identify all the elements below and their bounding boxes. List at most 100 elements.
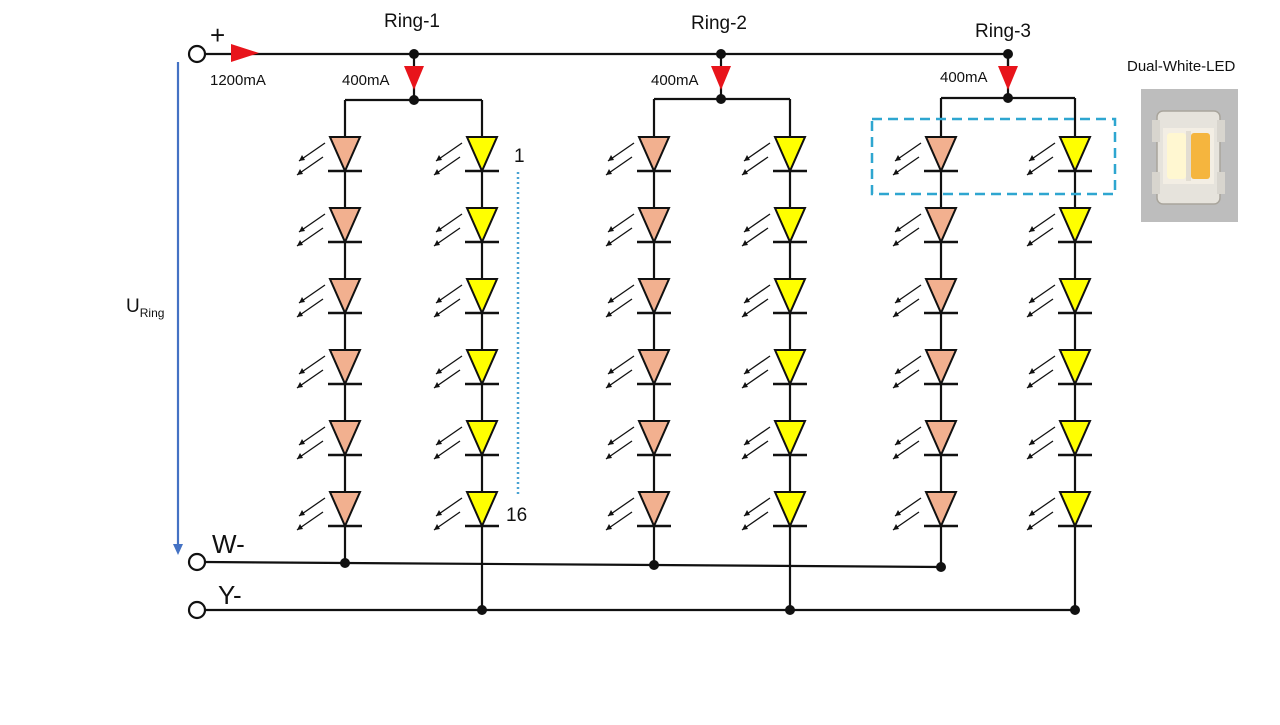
ring-2-warm-led	[605, 136, 671, 176]
ring-2-cool-led	[741, 491, 807, 531]
ring-3-current-arrow	[998, 66, 1018, 90]
led-array	[296, 136, 1092, 531]
ring-3-w-junction	[936, 562, 946, 572]
led-emission-arrowhead	[744, 439, 750, 445]
led-emission-arrowhead	[1027, 240, 1033, 246]
led-emission-arrowhead	[434, 382, 440, 388]
led-emission-arrowhead	[1029, 510, 1035, 516]
ring-3-node-junction	[1003, 93, 1013, 103]
led-emission-arrowhead	[744, 510, 750, 516]
led-emission-arrowhead	[299, 510, 305, 516]
led-emission-arrowhead	[742, 311, 748, 317]
led-emission-arrowhead	[895, 368, 901, 374]
ring-3-warm-led	[892, 491, 958, 531]
led-emission-arrowhead	[893, 453, 899, 459]
terminal-w-minus	[187, 552, 207, 572]
led-triangle	[773, 207, 807, 245]
led-triangle	[1058, 278, 1092, 316]
led-emission-arrowhead	[1027, 524, 1033, 530]
ring-2-bus-junction	[716, 49, 726, 59]
ring-2-y-junction	[785, 605, 795, 615]
terminal-w-minus-label: W-	[212, 529, 245, 559]
led-emission-arrowhead	[297, 453, 303, 459]
led-triangle	[1058, 136, 1092, 174]
led-emission-arrowhead	[895, 226, 901, 232]
led-triangle	[328, 207, 362, 245]
ring-1-cool-led	[433, 491, 499, 531]
led-triangle	[637, 349, 671, 387]
led-emission-arrowhead	[744, 155, 750, 161]
led-emission-arrowhead	[744, 297, 750, 303]
ring-2-cool-led	[741, 420, 807, 460]
ring-2-cool-led	[741, 349, 807, 389]
ring-3-current-label: 400mA	[940, 69, 988, 86]
ring-2-current-arrow	[711, 66, 731, 90]
ring-1-cool-led	[433, 207, 499, 247]
voltage-label: URing	[126, 296, 164, 320]
led-emission-arrowhead	[436, 368, 442, 374]
ring-2-w-junction	[649, 560, 659, 570]
led-triangle	[773, 491, 807, 529]
ring-1-current-arrow	[404, 66, 424, 90]
ring-2-cool-led	[741, 207, 807, 247]
ring-2-warm-led	[605, 491, 671, 531]
ring-1-y-junction	[477, 605, 487, 615]
led-emission-arrowhead	[608, 226, 614, 232]
ring-1-warm-led	[296, 136, 362, 176]
led-emission-arrowhead	[299, 297, 305, 303]
component-label: Dual-White-LED	[1127, 58, 1236, 75]
led-triangle	[637, 207, 671, 245]
ring-2-cool-led	[741, 136, 807, 176]
ring-2-warm-led	[605, 278, 671, 318]
ring-3-cool-led	[1026, 491, 1092, 531]
voltage-label-subscript: Ring	[140, 306, 165, 320]
led-emission-arrowhead	[436, 155, 442, 161]
ring-3-cool-led	[1026, 136, 1092, 176]
led-emission-arrowhead	[606, 240, 612, 246]
led-triangle	[328, 136, 362, 174]
ring-3-y-junction	[1070, 605, 1080, 615]
w-return-wire	[204, 560, 942, 569]
led-emission-arrowhead	[893, 311, 899, 317]
led-emission-arrowhead	[606, 169, 612, 175]
led-triangle	[465, 278, 499, 316]
ring-2-warm-led	[605, 207, 671, 247]
led-triangle	[637, 420, 671, 458]
led-triangle	[465, 491, 499, 529]
led-triangle	[924, 278, 958, 316]
ring-1-node-junction	[409, 95, 419, 105]
led-triangle	[328, 278, 362, 316]
ring-1-cool-led	[433, 278, 499, 318]
led-count-last: 16	[506, 505, 527, 526]
led-emission-arrowhead	[606, 453, 612, 459]
led-triangle	[1058, 420, 1092, 458]
led-triangle	[924, 491, 958, 529]
led-triangle	[1058, 207, 1092, 245]
led-emission-arrowhead	[742, 240, 748, 246]
led-triangle	[773, 420, 807, 458]
led-emission-arrowhead	[608, 297, 614, 303]
led-triangle	[1058, 491, 1092, 529]
led-emission-arrowhead	[744, 226, 750, 232]
ring-1-warm-led	[296, 420, 362, 460]
led-triangle	[924, 136, 958, 174]
led-emission-arrowhead	[895, 155, 901, 161]
led-emission-arrowhead	[436, 439, 442, 445]
led-emission-arrowhead	[893, 524, 899, 530]
led-emission-arrowhead	[893, 240, 899, 246]
terminal-plus-label: +	[210, 20, 225, 50]
led-triangle	[328, 491, 362, 529]
supply-current-label: 1200mA	[210, 72, 266, 89]
led-emission-arrowhead	[436, 297, 442, 303]
led-emission-arrowhead	[1029, 439, 1035, 445]
led-emission-arrowhead	[1029, 226, 1035, 232]
led-emission-arrowhead	[608, 155, 614, 161]
ring-3-warm-led	[892, 278, 958, 318]
supply-current-arrow	[231, 44, 259, 62]
led-emission-arrowhead	[608, 439, 614, 445]
led-triangle	[637, 136, 671, 174]
led-triangle	[465, 349, 499, 387]
ring-3-warm-led	[892, 207, 958, 247]
ring-3-label: Ring-3	[975, 21, 1031, 42]
